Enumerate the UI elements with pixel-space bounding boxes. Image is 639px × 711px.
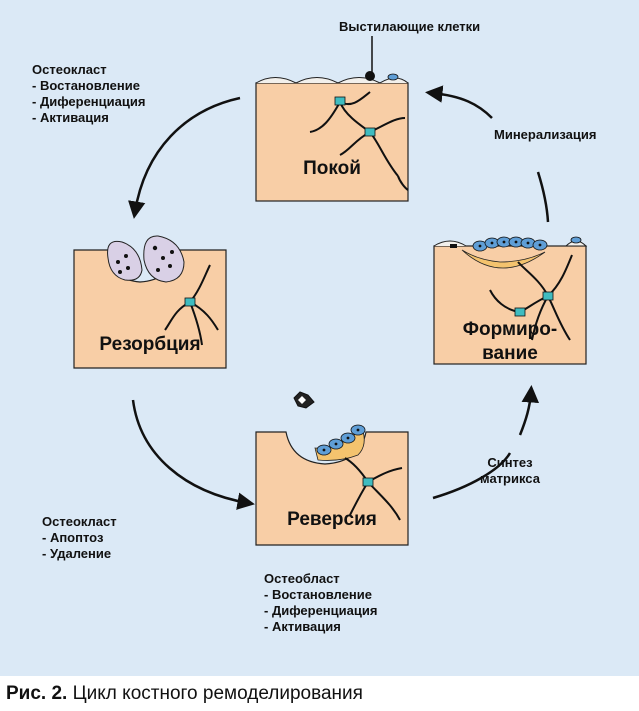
arrow-formation-to-mineralization xyxy=(536,171,550,223)
osteoclast-top-list: Остеокласт - Востановление - Диференциац… xyxy=(32,62,146,125)
figure-caption: Рис. 2. Цикл костного ремоделирования xyxy=(6,683,363,705)
diagram-graphics xyxy=(73,36,588,546)
mineralization-label: Минерализация xyxy=(494,127,597,142)
matrix-synthesis-label: Синтез матрикса xyxy=(480,455,540,486)
osteocyte-processes xyxy=(164,264,219,346)
stage-formation-title: Формиро- вание xyxy=(462,319,558,364)
osteocyte-processes xyxy=(309,91,409,191)
arrow-reversal-to-formation-head xyxy=(518,385,540,436)
arrow-rest-to-resorption xyxy=(128,96,241,219)
stage-rest-title: Покой xyxy=(303,158,361,179)
osteocyte xyxy=(362,477,374,487)
formation-stage xyxy=(433,236,588,365)
arrow-reversal-to-formation xyxy=(432,452,512,500)
reversal-bone xyxy=(255,431,409,546)
lining-cells xyxy=(255,77,409,84)
resorption-stage xyxy=(73,235,227,369)
rest-stage xyxy=(255,71,409,202)
arrow-mineralization-to-rest xyxy=(425,85,493,119)
osteocyte-2 xyxy=(514,307,526,317)
osteoclast-1 xyxy=(107,240,143,281)
arrow-resorption-to-reversal xyxy=(131,399,255,510)
osteocyte-processes xyxy=(344,457,403,521)
stage-reversal-title: Реверсия xyxy=(287,509,377,530)
osteoid xyxy=(461,249,546,269)
osteocyte-1 xyxy=(334,96,346,106)
osteocyte-processes xyxy=(489,254,573,341)
lining-cell-blue xyxy=(387,73,399,81)
lining-cell-nucleus xyxy=(365,71,375,81)
osteocyte xyxy=(184,297,196,307)
osteoblast-list: Остеобласт - Востановление - Диференциац… xyxy=(264,571,378,634)
lining-cell-blue xyxy=(570,236,582,244)
caption-prefix: Рис. 2. xyxy=(6,683,68,704)
rest-bone xyxy=(255,82,409,202)
caption-text: Цикл костного ремоделирования xyxy=(72,683,363,704)
stage-resorption-title: Резорбция xyxy=(99,334,201,355)
osteocyte-2 xyxy=(364,127,376,137)
osteoclast-bottom-list: Остеокласт - Апоптоз - Удаление xyxy=(42,514,117,561)
osteocyte-1 xyxy=(542,291,554,301)
reversal-stage xyxy=(255,391,409,546)
remodeling-diagram: Выстилающие клетки Минерализация Синтез … xyxy=(0,0,639,676)
lining-cells-label: Выстилающие клетки xyxy=(339,19,481,34)
